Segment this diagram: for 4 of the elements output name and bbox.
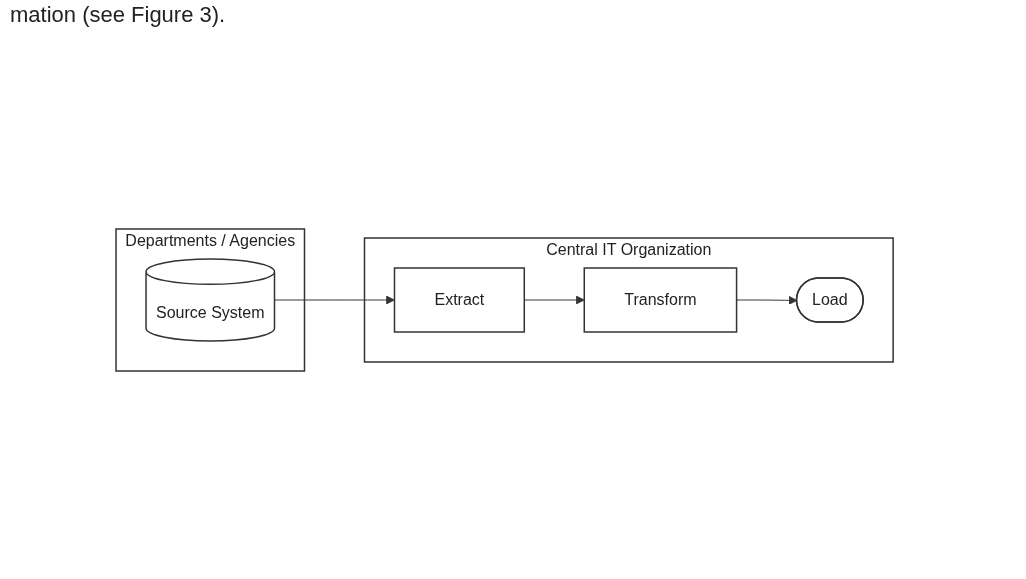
node-box: Extract xyxy=(394,267,526,333)
note-text: mation (see Figure 3). xyxy=(10,2,226,27)
node-box: Transform xyxy=(583,267,738,333)
arrow xyxy=(736,295,798,305)
